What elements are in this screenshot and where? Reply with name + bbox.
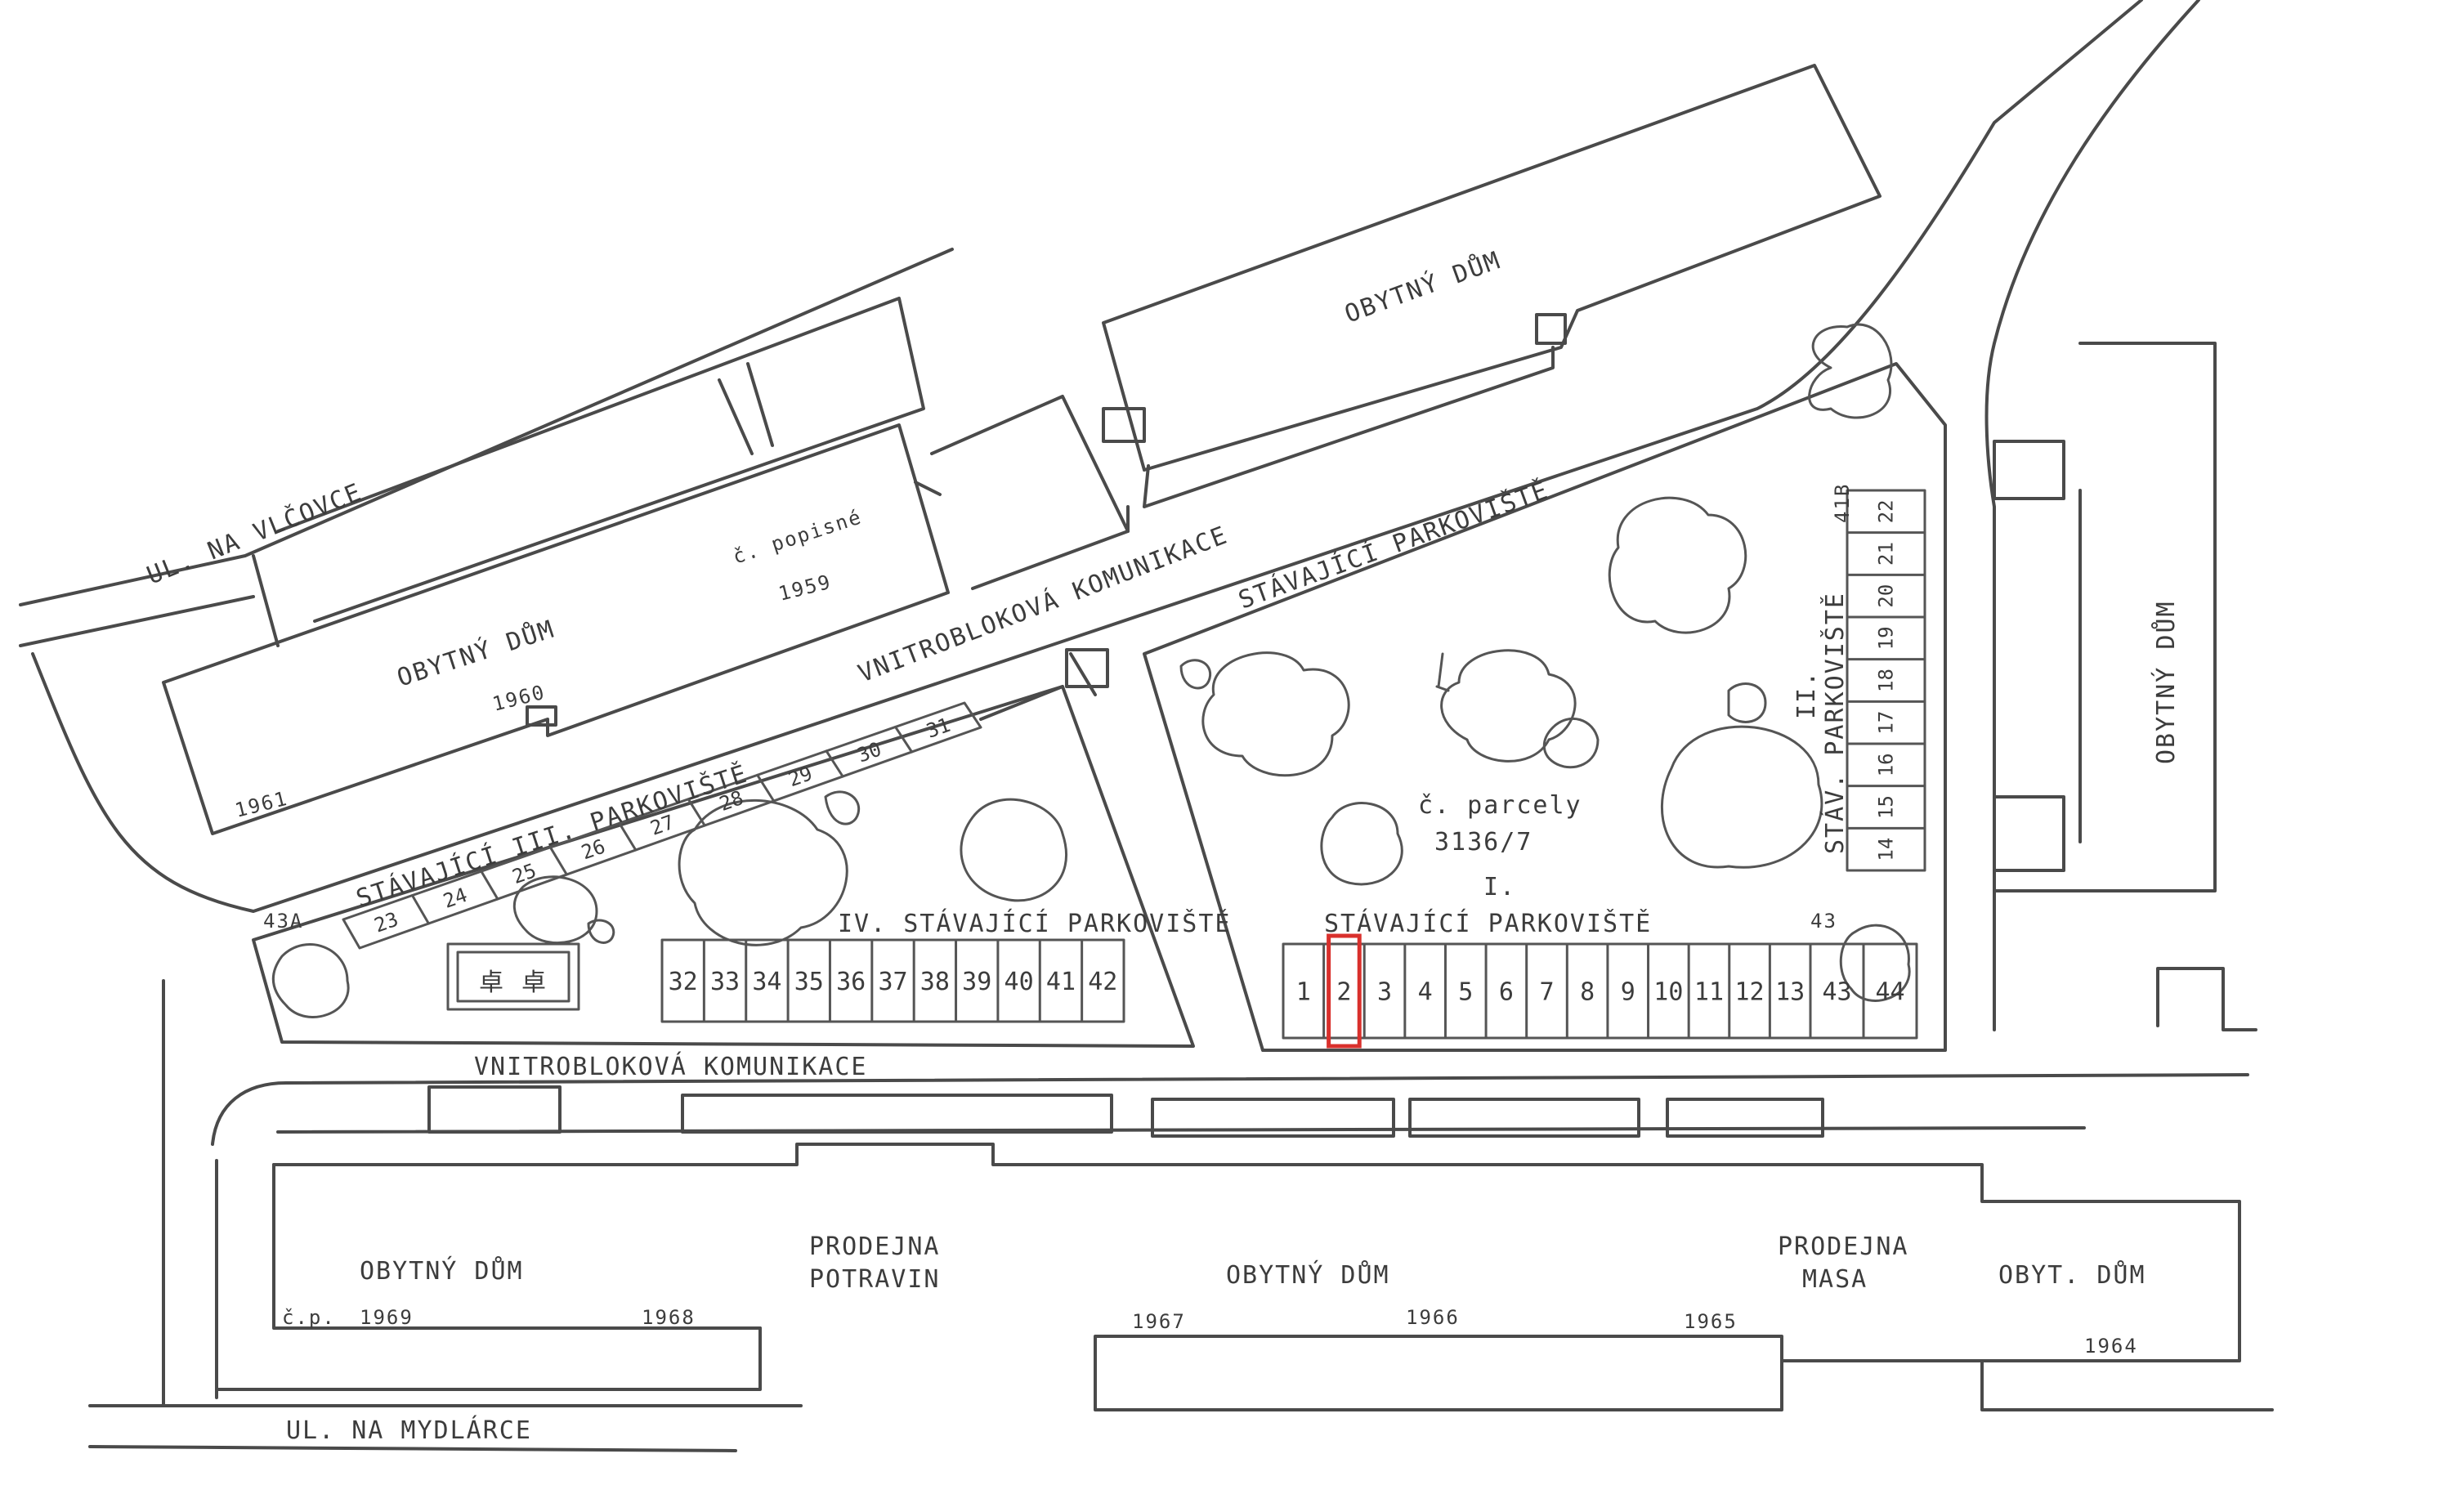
label-parking-i: STÁVAJÍCÍ PARKOVIŠTĚ [1324,908,1652,938]
label-corner-43: 43 [1810,910,1837,933]
slot-divider [687,798,706,827]
parking-slot-42: 42 [1088,968,1117,996]
label-south-num-4: 1966 [1406,1306,1460,1329]
building-northwest [162,297,950,835]
label-east-building: OBYTNÝ DŮM [2150,600,2181,764]
slot-divider [756,773,776,803]
slot-divider [894,725,914,754]
parking-slot-1: 1 [1296,978,1311,1007]
parking-slot-8: 8 [1580,978,1595,1007]
building-south [215,1085,2274,1411]
label-south-building-2: OBYTNÝ DŮM [1226,1259,1390,1290]
slot-divider [618,821,638,852]
bench-symbol: 卓 卓 [446,942,580,1011]
label-street-south: UL. NA MYDLÁRCE [286,1416,532,1445]
parking-slot-43: 43 [1822,978,1851,1007]
parking-slot-16: 16 [1875,753,1898,776]
label-nw-cp: č. popisné [730,505,865,568]
parking-slot-14: 14 [1875,838,1898,861]
parking-slot-19: 19 [1875,626,1898,650]
parking-slot-7: 7 [1539,978,1554,1007]
parking-slot-38: 38 [920,968,950,996]
parking-slot-9: 9 [1621,978,1635,1007]
label-parking-i-roman: I. [1483,873,1516,901]
parking-slot-35: 35 [794,968,824,996]
parking-slot-37: 37 [878,968,907,996]
parking-slot-44: 44 [1875,978,1904,1007]
parking-slot-20: 20 [1875,584,1898,608]
parking-area-east [1143,362,1947,1052]
parking-slot-21: 21 [1875,542,1898,566]
label-parking-existing-top: STÁVAJÍCÍ PARKOVIŠTĚ [1234,475,1553,615]
label-south-num-5: 1965 [1684,1310,1738,1333]
label-north-building: OBYTNÝ DŮM [1340,244,1505,329]
label-corner-43a: 43A [263,910,303,933]
label-parking-iii: STÁVAJÍCÍ III. PARKOVIŠTĚ [352,758,751,913]
label-parking-ii-extra: 41B [1831,483,1854,523]
label-shop-meat-a: PRODEJNA [1778,1232,1909,1261]
label-south-cp: č.p. [282,1306,336,1329]
slot-divider [825,749,844,778]
parking-slot-13: 13 [1775,978,1805,1007]
parking-slot-2: 2 [1336,978,1351,1007]
label-parcel: č. parcely [1418,791,1582,820]
label-parking-ii: STÁV. PARKOVIŠTĚ [1819,592,1850,854]
slots-parking-iv: 32 33 34 35 36 37 38 39 40 41 42 [669,938,1117,1023]
slots-parking-ii: 14 15 16 17 18 19 20 21 22 [1846,499,1926,861]
label-parking-ii-roman: II. [1792,670,1821,719]
parking-slot-32: 32 [669,968,698,996]
slot-divider [480,870,499,901]
parking-slot-40: 40 [1005,968,1034,996]
label-south-building-1: OBYTNÝ DŮM [360,1255,524,1286]
parking-slot-17: 17 [1875,711,1898,735]
label-south-num-3: 1967 [1132,1310,1186,1333]
label-nw-building: OBYTNÝ DŮM [393,613,558,692]
label-street-north: UL. NA VLČOVCE [142,476,366,591]
label-shop-meat-b: MASA [1802,1265,1868,1294]
label-south-num-2: 1968 [642,1306,696,1329]
parking-slot-5: 5 [1458,978,1473,1007]
tree-symbols [271,323,1911,1018]
parking-slot-39: 39 [962,968,991,996]
parking-slot-12: 12 [1735,978,1765,1007]
slot-divider [548,846,568,876]
parking-slot-41: 41 [1046,968,1076,996]
parking-slot-4: 4 [1418,978,1433,1007]
building-north [930,64,1882,590]
label-south-building-3: OBYT. DŮM [1998,1259,2146,1290]
parking-slot-33: 33 [710,968,740,996]
svg-text:卓 卓: 卓 卓 [479,968,548,997]
highlighted-slot-marker [1327,933,1362,1049]
label-shop-food-a: PRODEJNA [809,1232,941,1261]
parking-slot-36: 36 [836,968,866,996]
slots-parking-i-end: 43 44 [1822,942,1905,1040]
parking-slot-23: 23 [371,908,401,937]
parking-slot-3: 3 [1377,978,1392,1007]
parking-slot-34: 34 [752,968,781,996]
parking-row-iv [660,938,1125,1023]
label-parking-iv: IV. STÁVAJÍCÍ PARKOVIŠTĚ [838,908,1231,938]
label-nw-num-b: 1960 [490,681,548,716]
label-south-num-6: 1964 [2084,1335,2138,1358]
parking-row-ii [1846,489,1926,872]
street-outlines [19,0,2257,1452]
label-road-internal-bottom: VNITROBLOKOVÁ KOMUNIKACE [474,1052,867,1081]
label-shop-food-b: POTRAVIN [809,1265,941,1294]
label-nw-num-a: 1959 [776,570,834,606]
parking-slot-6: 6 [1499,978,1514,1007]
parking-slot-22: 22 [1875,499,1898,523]
parking-slot-11: 11 [1694,978,1724,1007]
label-parcel-number: 3136/7 [1434,828,1532,857]
label-south-num-1: 1969 [360,1306,414,1329]
parking-slot-15: 15 [1875,795,1898,819]
slot-divider [410,894,430,925]
parking-area-west [252,648,1195,1048]
parking-slot-18: 18 [1875,669,1898,692]
parking-slot-24: 24 [441,883,471,913]
parking-slot-10: 10 [1653,978,1683,1007]
